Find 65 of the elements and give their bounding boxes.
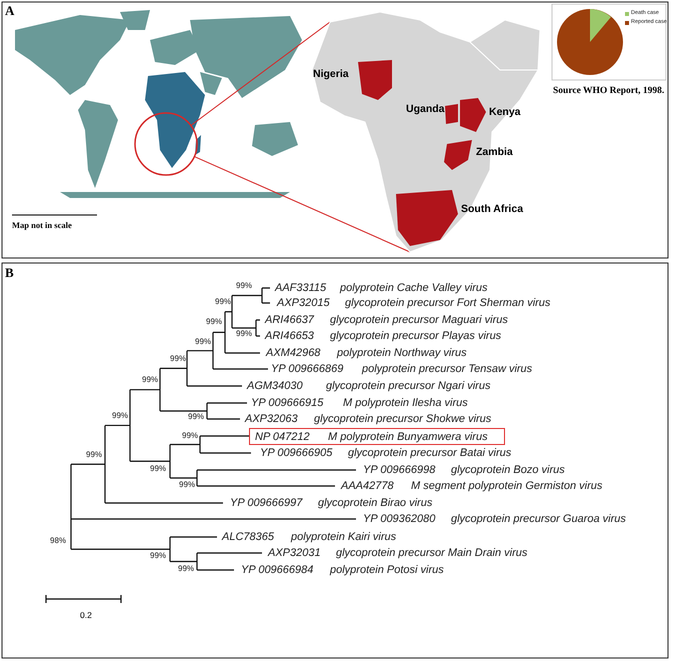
protein-label: M polyprotein Bunyamwera virus (328, 430, 488, 444)
country-name: Kenya (489, 106, 521, 119)
protein-label: glycoprotein Bozo virus (451, 463, 565, 477)
protein-label: glycoprotein Birao virus (318, 496, 432, 510)
bootstrap-value: 99% (236, 281, 252, 291)
bootstrap-value: 99% (86, 450, 102, 460)
protein-label: glycoprotein precursor Ngari virus (326, 379, 490, 393)
country-name: Zambia (476, 146, 513, 159)
bootstrap-value: 99% (179, 480, 196, 490)
protein-label: glycoprotein precursor Batai virus (348, 446, 512, 460)
accession-label: AXM42968 (266, 346, 320, 360)
accession-label: AGM34030 (247, 379, 303, 393)
country-name: Nigeria (313, 68, 349, 81)
scale-value: 0.2 (80, 610, 92, 620)
accession-label: AXP32015 (277, 296, 330, 310)
highlight-box (249, 428, 505, 445)
accession-label: YP 009362080 (363, 512, 436, 526)
accession-label: YP 009666915 (251, 396, 324, 410)
protein-label: glycoprotein precursor Main Drain virus (336, 546, 528, 560)
bootstrap-value: 99% (150, 464, 166, 474)
protein-label: M polyprotein Ilesha virus (343, 396, 468, 410)
bootstrap-value: 99% (195, 337, 212, 347)
protein-label: polyprotein Potosi virus (330, 563, 444, 577)
panel-letter: A (5, 3, 14, 19)
accession-label: ARI46653 (265, 329, 314, 343)
protein-label: glycoprotein precursor Maguari virus (330, 313, 508, 327)
zoom-line (190, 22, 330, 126)
protein-label: polyprotein Cache Valley virus (340, 281, 488, 295)
bootstrap-value: 99% (182, 431, 198, 441)
accession-label: ARI46637 (265, 313, 314, 327)
protein-label: polyprotein precursor Tensaw virus (362, 362, 532, 376)
accession-label: YP 009666997 (230, 496, 302, 510)
protein-label: glycoprotein precursor Fort Sherman virus (345, 296, 550, 310)
accession-label: YP 009666905 (260, 446, 332, 460)
bootstrap-value: 99% (178, 564, 194, 574)
accession-label: ALC78365 (222, 530, 274, 544)
source-note: Source WHO Report, 1998. (553, 86, 664, 98)
bootstrap-value: 99% (206, 317, 222, 327)
map-note: Map not in scale (12, 220, 72, 230)
bootstrap-value: 99% (150, 551, 166, 561)
panel-letter: B (5, 265, 14, 281)
accession-label: YP 009666869 (271, 362, 344, 376)
bootstrap-value: 99% (236, 329, 252, 339)
highlight-circle (134, 112, 198, 176)
bootstrap-value: 98% (50, 536, 66, 546)
bootstrap-value: 99% (170, 354, 186, 364)
accession-label: AXP32063 (245, 412, 298, 426)
protein-label: glycoprotein precursor Playas virus (330, 329, 502, 343)
protein-label: polyprotein Kairi virus (291, 530, 396, 544)
protein-label: glycoprotein precursor Guaroa virus (451, 512, 626, 526)
accession-label: AAA42778 (341, 479, 394, 493)
protein-label: M segment polyprotein Germiston virus (411, 479, 602, 493)
country-name: Uganda (406, 103, 445, 116)
bootstrap-value: 99% (112, 411, 128, 421)
protein-label: glycoprotein precursor Shokwe virus (314, 412, 492, 426)
accession-label: NP 047212 (255, 430, 310, 444)
accession-label: AXP32031 (268, 546, 321, 560)
accession-label: YP 009666998 (363, 463, 436, 477)
bootstrap-value: 99% (142, 375, 158, 385)
country-name: South Africa (461, 203, 524, 216)
bootstrap-value: 99% (188, 412, 204, 422)
protein-label: polyprotein Northway virus (337, 346, 467, 360)
accession-label: AAF33115 (275, 281, 326, 295)
bootstrap-value: 99% (215, 297, 232, 307)
accession-label: YP 009666984 (241, 563, 314, 577)
